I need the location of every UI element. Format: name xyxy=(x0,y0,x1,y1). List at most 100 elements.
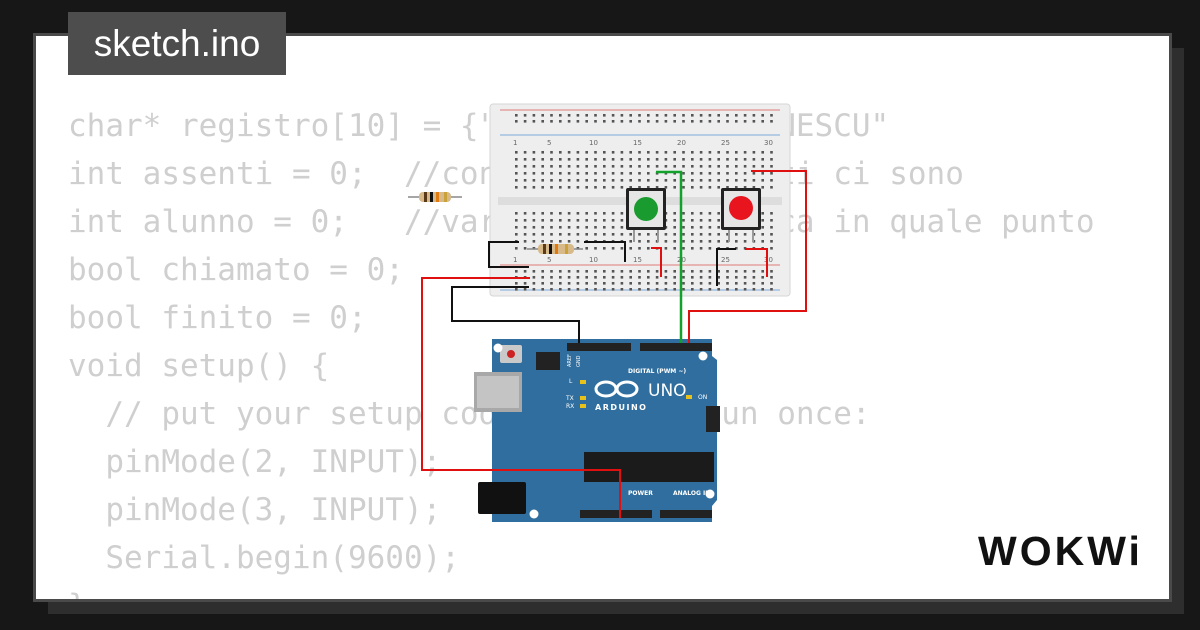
breadboard-hole xyxy=(682,247,685,250)
breadboard-hole xyxy=(752,120,756,123)
breadboard-hole xyxy=(559,120,562,123)
breadboard-hole xyxy=(664,172,668,175)
breadboard-hole xyxy=(576,219,580,222)
breadboard-hole xyxy=(761,226,764,229)
breadboard-hole xyxy=(699,240,703,243)
code-line-9: pinMode(3, INPUT); xyxy=(68,492,442,528)
breadboard-hole xyxy=(585,165,588,168)
breadboard-hole xyxy=(629,172,632,175)
breadboard-hole xyxy=(638,233,641,236)
breadboard-hole xyxy=(532,212,536,215)
breadboard-hole xyxy=(726,158,729,161)
breadboard-hole xyxy=(717,158,720,161)
breadboard-hole xyxy=(673,276,676,279)
breadboard-hole xyxy=(691,219,694,222)
breadboard-hole xyxy=(761,282,764,285)
breadboard-hole xyxy=(603,172,606,175)
bb-col-10-bottom: 10 xyxy=(589,256,598,264)
breadboard-hole xyxy=(761,186,764,189)
breadboard-hole xyxy=(585,219,588,222)
breadboard-hole xyxy=(673,179,676,182)
breadboard-hole xyxy=(761,219,764,222)
breadboard-hole xyxy=(647,179,650,182)
breadboard-hole xyxy=(655,179,659,182)
breadboard-hole xyxy=(638,186,641,189)
breadboard-hole xyxy=(523,158,527,161)
breadboard-hole xyxy=(682,276,685,279)
breadboard-hole xyxy=(761,276,764,279)
on-led-label: ON xyxy=(698,394,707,401)
bb-col-10-top: 10 xyxy=(589,139,598,147)
breadboard-hole xyxy=(629,114,632,117)
breadboard-hole xyxy=(761,165,764,168)
breadboard-hole xyxy=(620,276,624,279)
breadboard-hole xyxy=(691,270,694,273)
breadboard-hole xyxy=(629,247,632,250)
breadboard-hole xyxy=(603,226,606,229)
breadboard-hole xyxy=(664,288,668,291)
breadboard-hole xyxy=(515,270,518,273)
arduino-uno-board[interactable]: UNO ARDUINO DIGITAL (PWM ~) POWER ANALOG… xyxy=(474,339,720,522)
resistor-breadboard[interactable] xyxy=(527,244,583,254)
breadboard-hole xyxy=(585,282,588,285)
breadboard-hole xyxy=(559,276,562,279)
breadboard-hole xyxy=(664,276,668,279)
breadboard-hole xyxy=(611,120,615,123)
breadboard-hole xyxy=(550,151,553,154)
green-pushbutton[interactable] xyxy=(626,188,666,242)
breadboard-hole xyxy=(638,172,641,175)
breadboard-hole xyxy=(620,226,624,229)
breadboard-hole xyxy=(550,270,553,273)
breadboard-hole xyxy=(699,276,703,279)
code-line-4: bool chiamato = 0; xyxy=(68,252,404,288)
breadboard-hole xyxy=(603,219,606,222)
breadboard-hole xyxy=(647,233,650,236)
breadboard-hole xyxy=(620,288,624,291)
breadboard-hole xyxy=(532,282,536,285)
breadboard-hole xyxy=(664,114,668,117)
breadboard-hole xyxy=(770,288,773,291)
red-pushbutton[interactable] xyxy=(721,188,761,242)
breadboard-hole xyxy=(743,120,747,123)
breadboard-hole xyxy=(647,165,650,168)
breadboard-hole xyxy=(691,240,694,243)
breadboard-hole xyxy=(541,240,544,243)
breadboard-hole xyxy=(691,186,694,189)
resistor-loose[interactable] xyxy=(408,192,462,202)
breadboard-hole xyxy=(523,120,527,123)
aref-pin-label: AREF xyxy=(567,354,573,367)
breadboard-hole xyxy=(594,120,597,123)
breadboard-hole xyxy=(576,276,580,279)
breadboard-hole xyxy=(735,165,738,168)
breadboard-hole xyxy=(585,233,588,236)
breadboard-hole xyxy=(682,233,685,236)
breadboard-hole xyxy=(743,270,747,273)
breadboard-hole xyxy=(576,240,580,243)
breadboard-hole xyxy=(603,270,606,273)
breadboard-hole xyxy=(611,226,615,229)
breadboard-hole xyxy=(664,158,668,161)
breadboard-hole xyxy=(603,247,606,250)
breadboard-hole xyxy=(691,120,694,123)
breadboard-hole xyxy=(611,212,615,215)
breadboard-hole xyxy=(620,233,624,236)
breadboard-hole xyxy=(567,186,571,189)
breadboard-hole xyxy=(770,247,773,250)
breadboard-hole xyxy=(594,179,597,182)
breadboard-hole xyxy=(611,288,615,291)
breadboard-hole xyxy=(699,212,703,215)
breadboard-hole xyxy=(559,158,562,161)
breadboard-hole xyxy=(708,282,712,285)
breadboard-hole xyxy=(559,219,562,222)
breadboard-hole xyxy=(761,158,764,161)
breadboard-hole xyxy=(567,120,571,123)
breadboard-hole xyxy=(532,186,536,189)
breadboard-hole xyxy=(585,288,588,291)
breadboard-hole xyxy=(673,120,676,123)
wire-black-bb-mid xyxy=(584,241,626,262)
breadboard-hole xyxy=(603,158,606,161)
breadboard-hole xyxy=(691,158,694,161)
breadboard-hole xyxy=(664,186,668,189)
breadboard-hole xyxy=(629,288,632,291)
